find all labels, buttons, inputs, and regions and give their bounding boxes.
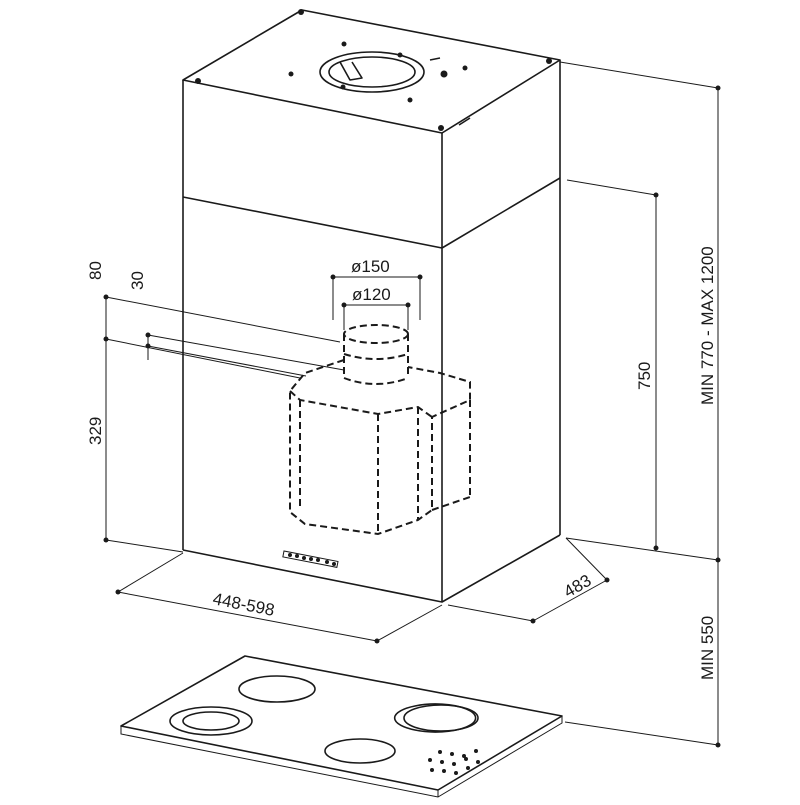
offset-30-label: 30 [128,271,147,290]
hood-body [182,177,561,603]
hob [120,655,563,798]
offset-80-label: 80 [86,261,105,280]
right-height-dims [559,61,721,748]
hob-burner [403,704,479,732]
motor-height-label: 329 [86,417,105,445]
left-height-dims [103,294,345,553]
footprint-dims [115,537,610,644]
width-label: 448-598 [211,589,276,620]
duct-outer-diameter-label: ø150 [351,257,390,276]
control-buttons [288,553,336,566]
total-height-label: MIN 770 - MAX 1200 [698,246,717,405]
internal-motor-dashed [289,324,471,536]
hob-burner [324,738,396,764]
duct-inner-diameter-label: ø120 [352,285,391,304]
chimney [182,9,561,248]
hob-burner [169,706,253,736]
depth-label: 483 [561,571,595,602]
hob-touch-controls [428,749,480,775]
duct-diameter-dims [330,274,423,330]
hob-burner [238,675,316,703]
hob-clearance-label: MIN 550 [698,616,717,680]
body-height-label: 750 [635,362,654,390]
